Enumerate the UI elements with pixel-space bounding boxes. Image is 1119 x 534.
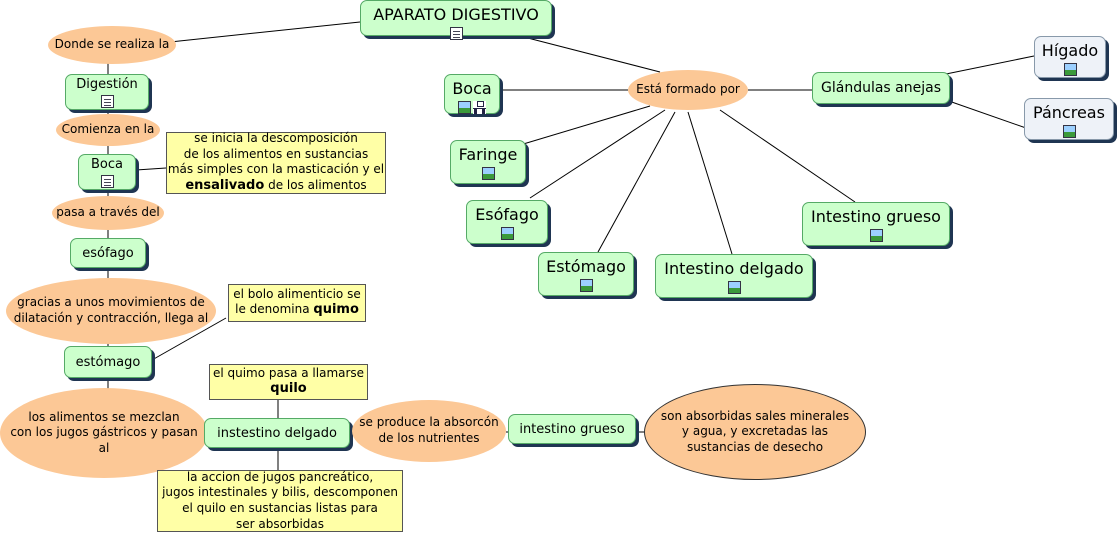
note-jugos: la accion de jugos pancreático, jugos in… [157, 470, 403, 532]
image-icon[interactable] [727, 281, 741, 294]
image-icon[interactable] [1062, 125, 1076, 138]
document-icon[interactable] [100, 174, 114, 188]
image-icon[interactable] [869, 229, 883, 242]
image-icon[interactable] [500, 227, 514, 240]
concept-intestino-grueso-left[interactable]: intestino grueso [508, 414, 636, 444]
image-icon[interactable] [1063, 63, 1077, 76]
document-icon[interactable] [100, 94, 114, 108]
title-text: APARATO DIGESTIVO [373, 5, 539, 24]
concept-esofago-left[interactable]: esófago [70, 238, 146, 268]
phrase-donde: Donde se realiza la [48, 26, 176, 64]
concept-digestion[interactable]: Digestión [65, 74, 149, 110]
concept-intestino-delgado-left[interactable]: instestino delgado [204, 418, 350, 448]
concept-glandulas[interactable]: Glándulas anejas [812, 72, 950, 104]
concept-esofago-right[interactable]: Esófago [466, 200, 548, 244]
concept-pancreas[interactable]: Páncreas [1024, 98, 1114, 140]
concept-estomago-right[interactable]: Estómago [538, 252, 634, 296]
concept-faringe[interactable]: Faringe [450, 140, 526, 184]
concept-map-icon[interactable] [473, 101, 486, 114]
concept-higado[interactable]: Hígado [1034, 36, 1106, 78]
image-icon[interactable] [458, 101, 471, 114]
phrase-comienza: Comienza en la [56, 114, 160, 146]
concept-intestino-grueso-right[interactable]: Intestino grueso [802, 202, 950, 246]
concept-boca-left[interactable]: Boca [78, 154, 136, 190]
title-concept[interactable]: APARATO DIGESTIVO [360, 0, 552, 40]
concept-intestino-delgado-right[interactable]: Intestino delgado [655, 254, 813, 298]
note-boca: se inicia la descomposición de los alime… [166, 131, 386, 194]
image-icon[interactable] [481, 167, 495, 180]
image-icon[interactable] [579, 279, 593, 292]
concept-estomago-left[interactable]: estómago [64, 346, 152, 378]
note-quilo: el quimo pasa a llamarse quilo [209, 364, 368, 400]
phrase-pasa: pasa a través del [52, 196, 164, 230]
note-bolo: el bolo alimenticio se le denomina quimo [228, 284, 366, 322]
phrase-formado: Está formado por [628, 70, 748, 110]
document-icon[interactable] [449, 27, 463, 40]
concept-boca-right[interactable]: Boca [444, 74, 500, 114]
